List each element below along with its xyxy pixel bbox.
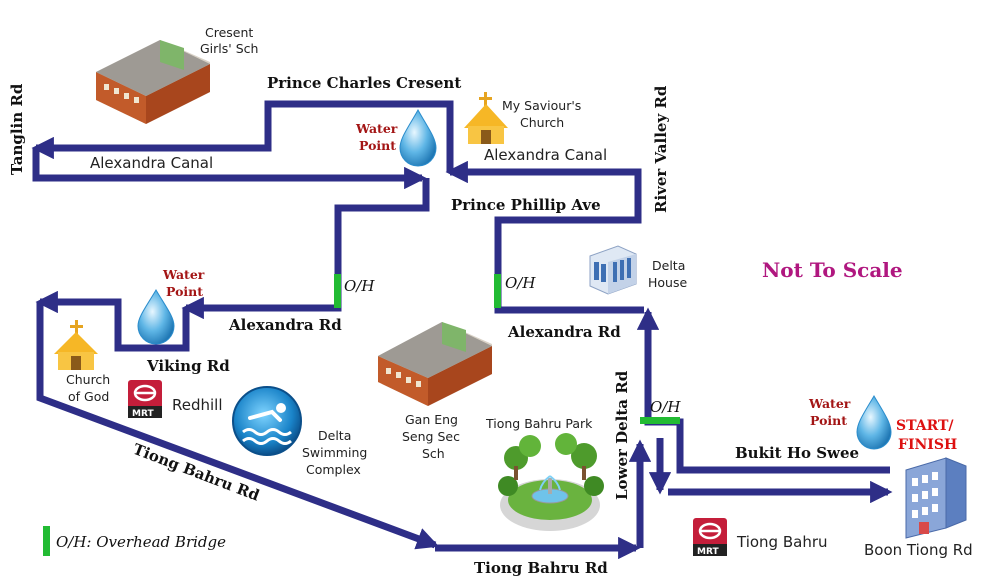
water-point-label: Water — [808, 396, 851, 411]
tiong-bahru-park-label: Tiong Bahru Park — [485, 416, 593, 431]
road-label-bukit-ho-swee: Bukit Ho Swee — [735, 444, 859, 462]
delta-house-building-icon — [589, 245, 637, 295]
water-point-label: Point — [810, 413, 847, 428]
road-label-river-valley: River Valley Rd — [652, 85, 670, 213]
cresent-school-label: Cresent — [205, 25, 253, 40]
church-god-label: Church — [66, 372, 110, 387]
map-title: Not To Scale — [762, 258, 903, 282]
mrt-text: MRT — [132, 409, 154, 419]
road-label-alexandra-left: Alexandra Rd — [228, 316, 342, 334]
road-label-tiong-bahru-bottom: Tiong Bahru Rd — [474, 559, 608, 577]
start-finish-label: FINISH — [898, 437, 957, 453]
canal-label: Alexandra Canal — [90, 154, 213, 172]
gan-eng-seng-label: Sch — [422, 446, 445, 461]
water-drop-icon — [856, 395, 892, 450]
route-segment-viking — [35, 290, 190, 352]
delta-swimming-label: Delta — [318, 428, 351, 443]
water-drop-icon — [399, 108, 437, 167]
mrt-icon: MRT — [128, 380, 162, 419]
boon-tiong-building-icon — [905, 457, 967, 539]
cresent-school-label: Girls' Sch — [200, 41, 258, 56]
tiong-bahru-mrt-label: Tiong Bahru — [736, 533, 828, 551]
water-point-1: Water Point — [355, 108, 437, 167]
legend-bridge-swatch — [43, 526, 50, 556]
legend: O/H: Overhead Bridge — [43, 526, 226, 556]
legend-text: O/H: Overhead Bridge — [56, 533, 226, 551]
road-label-boon-tiong: Boon Tiong Rd — [864, 541, 973, 559]
bridge-marker — [334, 274, 341, 308]
water-point-label: Water — [162, 267, 205, 282]
road-label-prince-phillip: Prince Phillip Ave — [451, 196, 601, 214]
bridge-marker — [494, 274, 501, 308]
water-point-label: Water — [355, 121, 398, 136]
water-point-label: Point — [359, 138, 396, 153]
mrt-icon: MRT — [693, 518, 727, 557]
church-icon — [464, 92, 508, 144]
mrt-text: MRT — [697, 547, 719, 557]
road-label-tanglin: Tanglin Rd — [8, 83, 26, 175]
water-drop-icon — [137, 289, 175, 345]
gan-eng-seng-building-icon — [378, 322, 492, 406]
delta-swimming-label: Complex — [306, 462, 361, 477]
church-god-label: of God — [68, 389, 109, 404]
church-saviour-label: Church — [520, 115, 564, 130]
route-segment-alexandra-right — [445, 160, 644, 314]
cresent-school-building-icon — [96, 40, 210, 124]
delta-swimming-label: Swimming — [302, 445, 367, 460]
redhill-mrt-label: Redhill — [172, 396, 223, 414]
route-segment-alexandra-left — [181, 178, 430, 320]
route-segment-tiong-bahru — [36, 302, 440, 550]
route-segment-canal-right — [31, 100, 454, 172]
bridge-marker — [640, 417, 680, 424]
delta-house-label: Delta — [652, 258, 685, 273]
overhead-bridges: O/H O/H O/H — [334, 274, 681, 424]
road-label-viking: Viking Rd — [146, 357, 230, 375]
water-point-2: Water Point — [137, 267, 205, 345]
water-point-label: Point — [166, 284, 203, 299]
start-finish-label: START/ — [896, 418, 954, 434]
church-icon — [54, 320, 98, 370]
road-label-prince-charles: Prince Charles Cresent — [267, 74, 461, 92]
gan-eng-seng-label: Seng Sec — [402, 429, 460, 444]
route-path — [31, 100, 893, 560]
swimming-pool-icon — [232, 386, 302, 456]
road-label-lower-delta: Lower Delta Rd — [613, 370, 631, 500]
overhead-bridge-label: O/H — [505, 274, 536, 292]
overhead-bridge-label: O/H — [650, 398, 681, 416]
park-fountain-icon — [498, 433, 604, 531]
overhead-bridge-label: O/H — [344, 277, 375, 295]
canal-label: Alexandra Canal — [484, 146, 607, 164]
gan-eng-seng-label: Gan Eng — [405, 412, 458, 427]
water-point-3: Water Point — [808, 395, 892, 450]
route-segment-canal-left — [32, 148, 427, 190]
road-label-alexandra-right: Alexandra Rd — [507, 323, 621, 341]
delta-house-label: House — [648, 275, 687, 290]
church-saviour-label: My Saviour's — [502, 98, 581, 113]
